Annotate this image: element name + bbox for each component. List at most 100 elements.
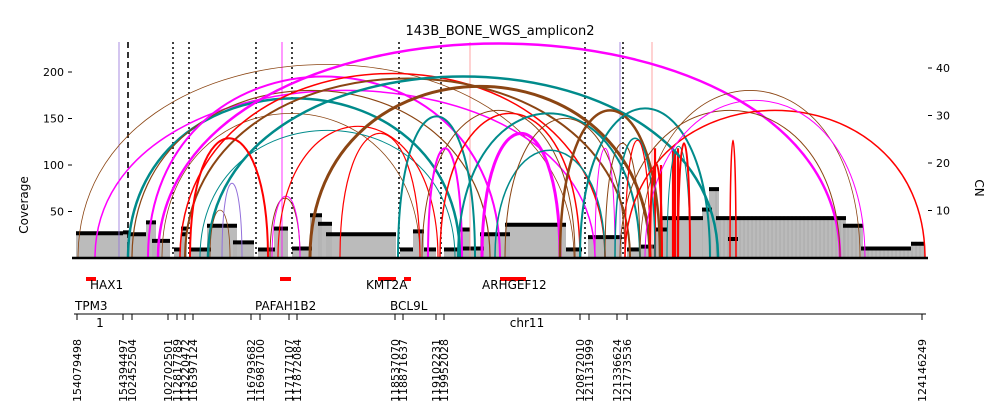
coverage-block <box>413 231 424 258</box>
breakpoint-label: 113220472 <box>179 339 192 402</box>
sv-arcs <box>77 42 926 259</box>
sv-arc <box>77 64 575 259</box>
y-tick-label: 150 <box>43 113 64 126</box>
breakpoint-label: 117872084 <box>291 339 304 402</box>
coverage-block <box>76 233 123 258</box>
axes: 50 100 150 200 10 20 30 40 <box>43 62 950 260</box>
coverage-block <box>174 249 181 258</box>
sv-arc <box>729 139 737 259</box>
sv-arc <box>189 137 269 259</box>
gene-label: HAX1 <box>90 278 123 292</box>
coverage-block <box>146 222 156 258</box>
breakpoint-label: 118537070 <box>389 339 402 402</box>
y-tick-label: 100 <box>43 159 64 172</box>
gene-bar <box>378 277 396 281</box>
chart-title: 143B_BONE_WGS_amplicon2 <box>406 24 595 39</box>
chromosome-label: chr11 <box>510 316 544 330</box>
sv-arc <box>221 183 243 259</box>
sv-arc <box>156 42 842 259</box>
y-axis-label: Coverage <box>17 176 31 234</box>
gene-bar <box>280 277 291 281</box>
sv-arc <box>339 132 421 259</box>
coverage-block <box>424 249 436 258</box>
coverage-block <box>274 228 288 258</box>
sv-arc <box>624 140 651 259</box>
coverage-block <box>861 248 911 258</box>
coverage-block <box>911 243 925 258</box>
sv-arc <box>614 137 656 259</box>
breakpoint-label: 124146249 <box>916 339 929 402</box>
breakpoint-label: 154079498 <box>71 339 84 402</box>
chromosome-track: 1 chr11 <box>74 313 926 330</box>
coverage-block <box>181 234 187 258</box>
coverage-block <box>662 218 703 258</box>
sv-arc <box>644 99 866 259</box>
y-tick-label: 50 <box>50 206 64 219</box>
sv-arc <box>480 132 562 259</box>
coverage-block <box>444 249 460 258</box>
sv-arc <box>494 149 606 259</box>
coverage-block <box>462 248 484 258</box>
coverage-block <box>702 209 712 258</box>
coverage-block <box>258 249 275 258</box>
breakpoint-label: 121336624 <box>611 339 624 402</box>
y-right-tick-label: 30 <box>936 110 950 123</box>
y-right-tick-label: 20 <box>936 157 950 170</box>
sv-arc <box>677 142 691 259</box>
gene-label: KMT2A <box>366 278 408 292</box>
y-right-tick-label: 10 <box>936 205 950 218</box>
breakpoint-label: 116793682 <box>245 339 258 402</box>
coverage-block <box>292 248 312 258</box>
gene-label: PAFAH1B2 <box>255 299 316 313</box>
coverage-block <box>505 224 566 258</box>
gene-bar <box>500 277 526 281</box>
breakpoint-label: 116397124 <box>187 339 200 402</box>
sv-arc <box>604 143 641 259</box>
gene-label: ARHGEF12 <box>482 278 547 292</box>
breakpoint-label: 102702501 <box>162 339 175 402</box>
breakpoint-label: 112817789 <box>171 339 184 402</box>
breakpoint-label: 121773536 <box>621 339 634 402</box>
gene-label: TPM3 <box>74 299 108 313</box>
breakpoint-label: 119952028 <box>438 339 451 402</box>
breakpoint-label: 120872010 <box>574 339 587 402</box>
sv-arc <box>504 118 626 259</box>
y-axis-right-label: CN <box>972 179 986 196</box>
coverage-block <box>130 234 146 258</box>
sv-arc <box>209 210 231 259</box>
coverage-block <box>123 232 130 258</box>
breakpoint-label: 154394497 <box>117 339 130 402</box>
sv-arc <box>579 107 711 259</box>
gene-bar <box>86 277 96 281</box>
y-right-tick-label: 40 <box>936 62 950 75</box>
coverage-block <box>400 249 413 258</box>
breakpoint-label: 102452504 <box>126 339 139 402</box>
sv-arc <box>147 75 501 259</box>
chromosome-label: 1 <box>96 316 104 330</box>
breakpoint-label: 116987100 <box>254 339 267 402</box>
breakpoint-label: 121131999 <box>583 339 596 402</box>
sv-arc <box>649 162 663 259</box>
sv-arc <box>421 109 576 259</box>
gene-label: BCL9L <box>390 299 428 313</box>
gene-bar <box>404 277 411 281</box>
breakpoint-label: 117177107 <box>283 339 296 402</box>
sv-arc <box>126 97 462 259</box>
sv-arc <box>397 115 476 259</box>
coverage-block <box>191 249 211 258</box>
coverage-block <box>152 240 170 258</box>
sv-arc <box>308 85 652 259</box>
y-tick-label: 200 <box>43 66 64 79</box>
coverage-block <box>326 234 396 258</box>
breakpoint-label: 119102231 <box>430 339 443 402</box>
sv-arc <box>439 112 581 259</box>
sv-arc <box>619 110 841 259</box>
sv-arc <box>427 147 463 259</box>
sv-arc <box>184 77 631 259</box>
sv-arc <box>94 89 596 259</box>
coverage-block <box>233 242 254 258</box>
sv-arc <box>624 109 926 259</box>
